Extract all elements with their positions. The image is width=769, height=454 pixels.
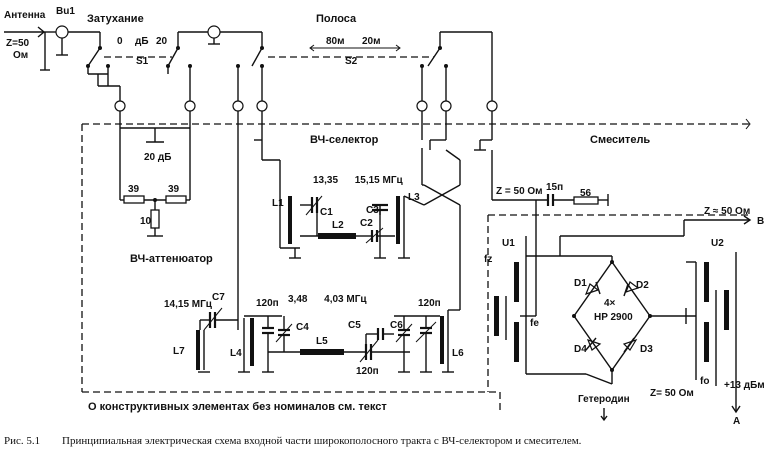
d1-label: D1 [574,278,587,289]
diodes-type-label: HP 2900 [594,312,633,323]
c4-label: C4 [296,322,309,333]
antenna-label: Антенна [4,10,46,21]
inductor-l4-icon [250,318,254,366]
s1-label: S1 [136,56,149,67]
plus13-label: +13 дБм [724,380,765,391]
hf-attenuator-label: ВЧ-аттенюатор [130,253,213,265]
hf-selector-label: ВЧ-селектор [310,134,379,146]
r10-label: 10 [140,216,152,227]
r56-label: 56 [580,188,592,199]
l7-label: L7 [173,346,185,357]
c120c-label: 120п [356,366,379,377]
c3-label: C3 [366,205,379,216]
resistor-10-icon [150,209,160,229]
switch-s2: Полоса 80м 20м S2 [236,13,493,103]
transformer-u1-sec1-icon [514,262,519,302]
freq-low-label: 3,48 4,03 МГц [288,294,367,305]
attenuation-label: Затухание [87,13,144,25]
d2-label: D2 [636,280,649,291]
transformer-u2-sec2-icon [704,322,709,362]
l6-label: L6 [452,348,464,359]
transformer-u2-sec1-icon [704,262,709,302]
freq-high-label: 13,35 15,15 МГц [313,175,403,186]
transformer-u1-primary-icon [494,296,499,336]
bottom-notes: О конструктивных элементах без номиналов… [88,394,630,422]
band-label: Полоса [316,13,357,25]
att-db-label: дБ [135,36,149,47]
inductor-l1-icon [288,196,292,244]
att-zero-label: 0 [117,36,123,47]
l2-label: L2 [332,220,344,231]
band-80-label: 80м [326,36,345,47]
l1-label: L1 [272,198,284,209]
bu1-connector-icon [55,25,69,39]
c120a-label: 120п [256,298,279,309]
top-rail [178,25,263,48]
s2-label: S2 [345,56,358,67]
c7-label: C7 [212,292,225,303]
shield-boundaries [81,118,751,410]
caption-text: Принципиальная электрическая схема входн… [62,435,582,447]
r39b-label: 39 [168,184,180,195]
caption-figure: Рис. 5.1 [4,435,40,447]
diode-d3-icon [622,337,638,353]
z50-a-label: Z= 50 Ом [650,388,694,399]
inductor-l3-icon [396,196,400,244]
z50-mix-label: Z = 50 Ом [496,186,543,197]
selector-high-band: ВЧ-селектор Смеситель 13,35 15,15 МГц L1… [261,134,650,310]
z-in-ohm-label: Ом [13,50,28,61]
port-b-label: B [757,216,764,227]
c7-value-label: 14,15 МГц [164,299,213,310]
z-in-label: Z=50 [6,38,30,49]
note-label: О конструктивных элементах без номиналов… [88,401,387,413]
d4-label: D4 [574,344,587,355]
selector-connectors [114,100,498,320]
resistor-39b-icon [165,195,187,204]
z50-b-label: Z ≈ 50 Ом [704,206,750,217]
inductor-l6-icon [440,316,444,364]
resistor-56-icon [573,196,599,205]
inductor-l5-icon [300,349,344,355]
bu1-label: Bu1 [56,6,75,17]
diode-d4-icon [585,337,602,351]
u2-label: U2 [711,238,724,249]
transformer-u2-primary-icon [724,290,729,330]
l3-label: L3 [408,192,420,203]
inductor-l2-icon [318,233,356,239]
band-20-label: 20м [362,36,381,47]
r39a-label: 39 [128,184,140,195]
c120b-label: 120п [418,298,441,309]
port-a-label: А [733,416,740,427]
d3-label: D3 [640,344,653,355]
figure-caption: Рис. 5.1 Принципиальная электрическая сх… [4,435,582,447]
mixer-block: Z = 50 Ом 15п 56 Z ≈ 50 Ом B U1 fz fe [484,150,765,427]
c1-label: C1 [320,207,333,218]
fz-label: fz [484,254,492,265]
lo-label: Гетеродин [578,394,630,405]
u1-label: U1 [502,238,515,249]
hf-attenuator: 20 дБ 39 39 10 ВЧ-аттенюатор [119,127,213,265]
antenna-input: Антенна Z=50 Ом Bu1 [4,6,100,71]
fe-label: fe [530,318,539,329]
c15p-label: 15п [546,182,563,193]
l5-label: L5 [316,336,328,347]
l4-label: L4 [230,348,242,359]
diodes-qty-label: 4× [604,298,616,309]
selector-low-band: 3,48 4,03 МГц 14,15 МГц C7 L7 L4 120п [164,292,464,377]
diode-d2-icon [623,281,640,297]
switch-s1: Затухание 0 дБ 20 S1 [86,13,192,103]
transformer-u1-sec2-icon [514,322,519,362]
inductor-l7-icon [196,330,200,370]
c6-label: C6 [390,320,403,331]
c5-label: C5 [348,320,361,331]
fo-label: fo [700,376,709,387]
diode-d1-icon [584,281,601,295]
att-twenty-label: 20 [156,36,168,47]
att-20db-label: 20 дБ [144,152,171,163]
mixer-label: Смеситель [590,134,650,146]
c2-label: C2 [360,218,373,229]
resistor-39a-icon [123,195,145,204]
